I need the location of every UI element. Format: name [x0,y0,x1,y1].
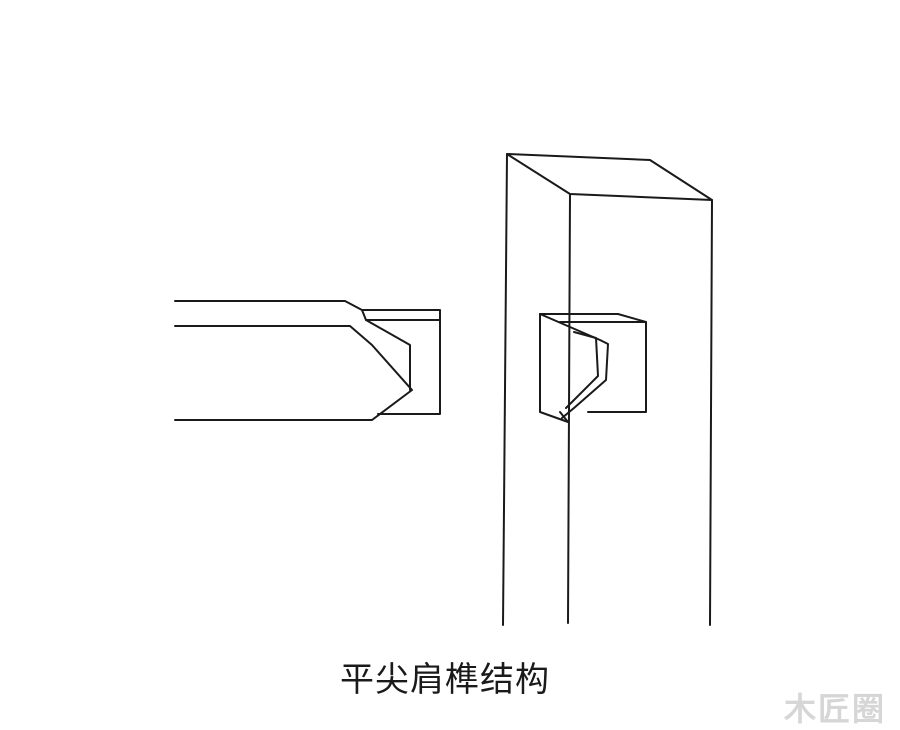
post-front-edge [567,193,571,624]
shoulder-bevel [361,309,411,391]
rail-top-edge [174,300,441,321]
post-with-mortise [502,153,713,626]
mortise-bevel-inner [565,331,599,409]
rail-shoulder-line [174,325,413,421]
tenon-outline [365,319,441,415]
post-left-edge [502,153,508,626]
mortise-top [539,313,647,413]
post-right-edge [709,199,713,626]
post-top-face [506,153,713,201]
mortise-opening [539,313,647,423]
mortise-outline [539,313,569,423]
rail-with-tenon [174,300,441,421]
diagram-caption: 平尖肩榫结构 [340,660,550,700]
watermark-text: 木匠圈 [783,690,886,728]
